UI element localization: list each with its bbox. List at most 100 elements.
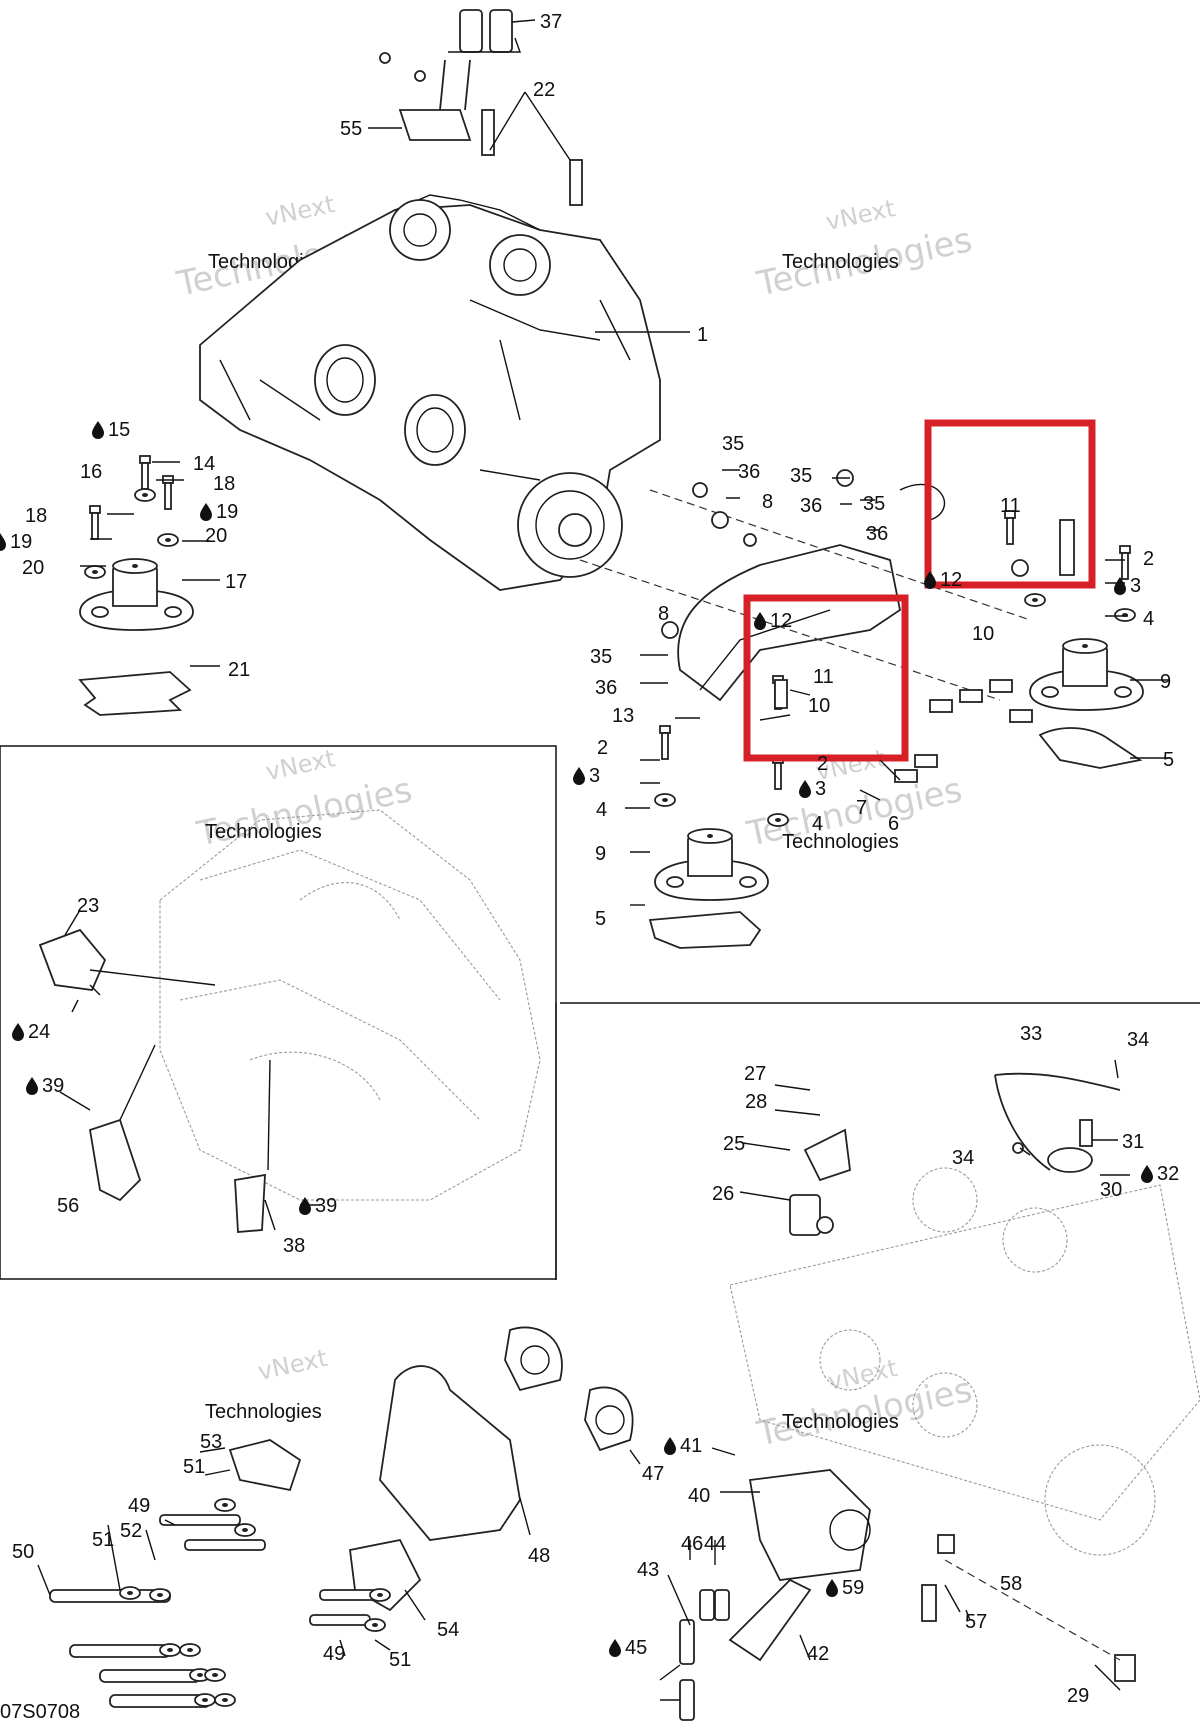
callout-34: 34 (1127, 1029, 1149, 1051)
sensor-harness (555, 1002, 1200, 1556)
main-engine (199, 194, 661, 591)
callout-39: 39 (315, 1195, 337, 1217)
callout-16: 16 (80, 461, 102, 483)
oil-drop-icon (200, 503, 212, 521)
callout-40: 40 (688, 1485, 710, 1507)
callout-59: 59 (842, 1577, 864, 1599)
callout-48: 48 (528, 1545, 550, 1567)
callout-4: 4 (812, 813, 823, 835)
callout-7: 7 (856, 797, 867, 819)
callout-3: 3 (589, 765, 600, 787)
highlight-box-lower (743, 594, 909, 762)
callout-49: 49 (128, 1495, 150, 1517)
callout-22: 22 (533, 79, 555, 101)
callout-24: 24 (28, 1021, 50, 1043)
watermark-text: Technologies (782, 251, 899, 273)
oil-drop-icon (573, 767, 585, 785)
callout-50: 50 (12, 1541, 34, 1563)
callout-36: 36 (738, 461, 760, 483)
callout-2: 2 (597, 737, 608, 759)
highlight-boxes (743, 419, 1096, 762)
callout-51: 51 (92, 1529, 114, 1551)
callout-20: 20 (22, 557, 44, 579)
callout-4: 4 (1143, 608, 1154, 630)
callout-3: 3 (815, 778, 826, 800)
callout-23: 23 (77, 895, 99, 917)
callout-18: 18 (25, 505, 47, 527)
callout-35: 35 (722, 433, 744, 455)
callout-35: 35 (863, 493, 885, 515)
callout-36: 36 (866, 523, 888, 545)
callout-17: 17 (225, 571, 247, 593)
callout-18: 18 (213, 473, 235, 495)
callout-12: 12 (940, 569, 962, 591)
callout-12: 12 (770, 610, 792, 632)
watermark-logo: vNext (823, 194, 897, 236)
oil-drop-icon (92, 421, 104, 439)
callout-45: 45 (625, 1637, 647, 1659)
callout-31: 31 (1122, 1131, 1144, 1153)
engine-bracket (579, 469, 1144, 949)
oil-drop-icon (1141, 1165, 1153, 1183)
oil-drop-icon (826, 1579, 838, 1597)
callout-32: 32 (1157, 1163, 1179, 1185)
callout-5: 5 (1163, 749, 1174, 771)
callout-8: 8 (658, 603, 669, 625)
oil-drop-icon (664, 1437, 676, 1455)
callout-57: 57 (965, 1611, 987, 1633)
callout-35: 35 (790, 465, 812, 487)
callout-30: 30 (1100, 1179, 1122, 1201)
callout-26: 26 (712, 1183, 734, 1205)
oil-drop-icon (0, 533, 6, 551)
oil-drop-icon (12, 1023, 24, 1041)
callout-43: 43 (637, 1559, 659, 1581)
highlight-box-upper (924, 419, 1096, 589)
watermark-logo: vNext (255, 1344, 329, 1386)
callout-20: 20 (205, 525, 227, 547)
callout-38: 38 (283, 1235, 305, 1257)
watermark-logo: vNext (263, 744, 337, 786)
callout-29: 29 (1067, 1685, 1089, 1707)
leader-lines (37, 19, 1170, 1701)
sensor-inset (0, 745, 557, 1280)
callout-9: 9 (1160, 671, 1171, 693)
figure-code: 07S0708 (0, 1701, 80, 1723)
oil-drop-icon (799, 780, 811, 798)
watermark-text: Technologies (205, 1401, 322, 1423)
intake-assembly (379, 9, 583, 206)
callout-19: 19 (10, 531, 32, 553)
watermark-text: Technologies (782, 831, 899, 853)
starter-assembly (49, 1326, 1136, 1721)
callout-1: 1 (697, 324, 708, 346)
oil-drop-icon (26, 1077, 38, 1095)
watermark-text: Technologies (782, 1411, 899, 1433)
callout-2: 2 (1143, 548, 1154, 570)
callout-21: 21 (228, 659, 250, 681)
watermark-logo: vNext (263, 190, 337, 232)
callout-41: 41 (680, 1435, 702, 1457)
callout-10: 10 (972, 623, 994, 645)
callout-28: 28 (745, 1091, 767, 1113)
callout-58: 58 (1000, 1573, 1022, 1595)
callout-11: 11 (1000, 495, 1021, 517)
callout-10: 10 (808, 695, 830, 717)
callout-47: 47 (642, 1463, 664, 1485)
callout-19: 19 (216, 501, 238, 523)
callout-37: 37 (540, 11, 562, 33)
callout-27: 27 (744, 1063, 766, 1085)
callout-5: 5 (595, 908, 606, 930)
callout-2: 2 (817, 753, 828, 775)
oil-drop-icon (299, 1197, 311, 1215)
callout-44: 44 (704, 1533, 726, 1555)
callout-55: 55 (340, 118, 362, 140)
callout-51: 51 (389, 1649, 411, 1671)
callout-15: 15 (108, 419, 130, 441)
callout-13: 13 (612, 705, 634, 727)
callout-9: 9 (595, 843, 606, 865)
callout-49: 49 (323, 1643, 345, 1665)
callout-6: 6 (888, 813, 899, 835)
callout-54: 54 (437, 1619, 459, 1641)
callout-14: 14 (193, 453, 215, 475)
